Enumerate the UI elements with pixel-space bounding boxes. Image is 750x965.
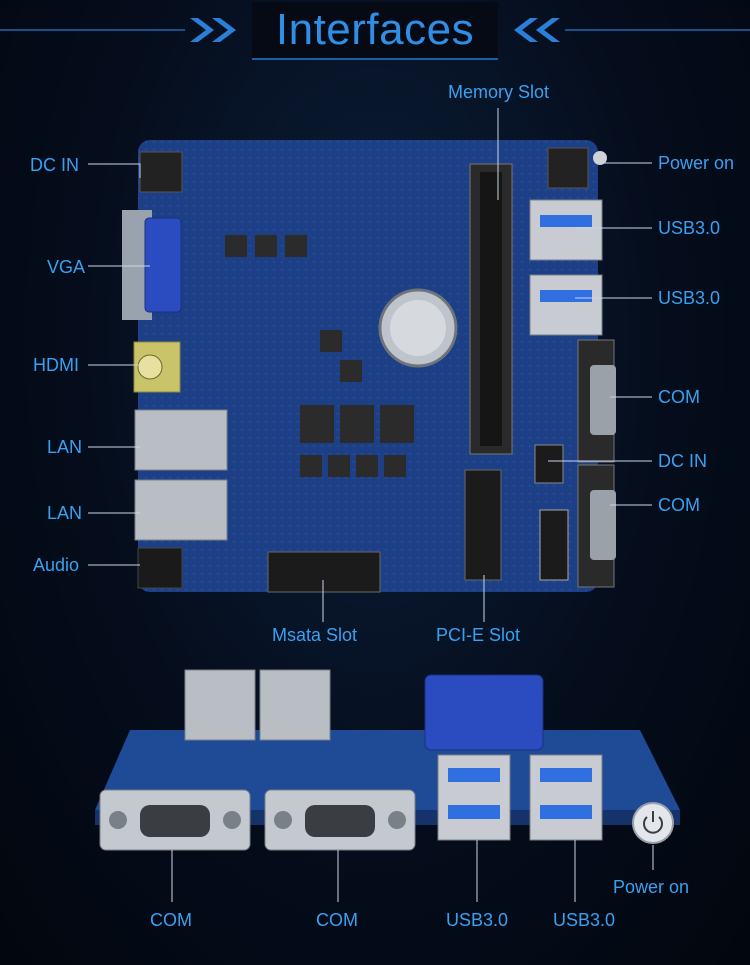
power-header xyxy=(547,147,589,189)
label-usb3-2-bottom: USB3.0 xyxy=(553,910,616,930)
chips xyxy=(225,235,414,477)
label-power-on-bottom: Power on xyxy=(613,877,690,897)
pcie-slot xyxy=(464,469,502,581)
dc-in-jack xyxy=(139,151,183,193)
label-com-1-bottom: COM xyxy=(150,910,192,930)
label-dc-in-right: DC IN xyxy=(658,451,707,471)
label-pcie-slot: PCI-E Slot xyxy=(436,625,521,645)
vga-connector xyxy=(144,217,182,313)
label-msata-slot: Msata Slot xyxy=(272,625,358,645)
label-com-2-top: COM xyxy=(658,495,700,515)
label-lan-1: LAN xyxy=(47,437,83,457)
power-icon xyxy=(643,811,663,834)
page-title: Interfaces xyxy=(275,5,475,54)
label-vga: VGA xyxy=(47,257,86,277)
power-button xyxy=(593,151,607,165)
label-usb3-2-top: USB3.0 xyxy=(658,288,721,308)
side-power-button xyxy=(632,802,674,844)
side-usb3-1 xyxy=(437,754,511,841)
label-com-2-bottom: COM xyxy=(316,910,358,930)
lan-port-2 xyxy=(134,479,228,541)
side-leader-lines xyxy=(171,840,654,902)
label-usb3-1-bottom: USB3.0 xyxy=(446,910,509,930)
title-banner: Interfaces xyxy=(0,0,750,70)
dc-in-header xyxy=(534,444,564,484)
side-usb3-2 xyxy=(529,754,603,841)
usb3-port-1 xyxy=(529,199,603,261)
leader-lines xyxy=(88,108,652,622)
banner-lines xyxy=(0,18,750,42)
side-vga xyxy=(424,674,544,751)
title-box: Interfaces xyxy=(252,2,498,60)
usb3-port-2 xyxy=(529,274,603,336)
side-lan-1 xyxy=(184,669,256,741)
audio-jack xyxy=(137,547,183,589)
label-com-1-top: COM xyxy=(658,387,700,407)
label-hdmi: HDMI xyxy=(33,355,79,375)
label-power-on-top: Power on xyxy=(658,153,735,173)
side-board-diagram xyxy=(95,669,680,902)
label-usb3-1-top: USB3.0 xyxy=(658,218,721,238)
chevron-right-icon xyxy=(190,18,236,42)
label-audio: Audio xyxy=(33,555,80,575)
sata-connector xyxy=(539,509,569,581)
label-lan-2: LAN xyxy=(47,503,83,523)
lan-port-1 xyxy=(134,409,228,471)
msata-slot xyxy=(267,551,381,593)
top-board-diagram xyxy=(88,108,652,622)
label-dc-in-left: DC IN xyxy=(30,155,79,175)
chevron-left-icon xyxy=(514,18,560,42)
label-memory-slot: Memory Slot xyxy=(448,82,550,102)
side-lan-2 xyxy=(259,669,331,741)
